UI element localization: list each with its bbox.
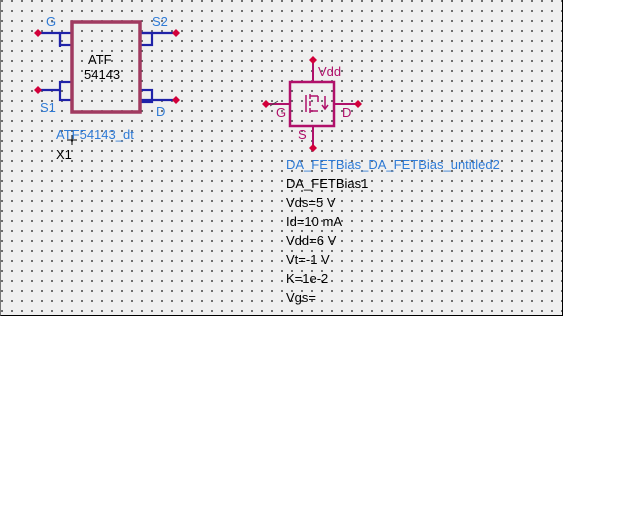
transistor-body-line1: ATF	[88, 52, 112, 67]
mosfet-icon	[305, 94, 329, 113]
pin-label-d: D	[156, 104, 166, 119]
fetbias-pin-label-vdd: Vdd	[318, 64, 342, 79]
fetbias-pin-label-g: G	[276, 105, 287, 120]
fetbias-param-vds[interactable]: Vds=5 V	[286, 195, 336, 210]
fetbias-instance-name[interactable]: DA_FETBias1	[286, 176, 369, 191]
fetbias-param-k[interactable]: K=1e-2	[286, 271, 329, 286]
fetbias-symbol[interactable]	[262, 56, 362, 152]
fetbias-param-vgs[interactable]: Vgs=	[286, 290, 316, 305]
cursor-crosshair-icon	[67, 135, 77, 145]
atf54143-symbol[interactable]	[34, 20, 180, 114]
pin-label-s2: S2	[152, 14, 168, 29]
transistor-instance-name[interactable]: X1	[56, 147, 72, 162]
transistor-body-line2: 54143	[84, 67, 121, 82]
pin-label-s1: S1	[40, 100, 56, 115]
fetbias-pin-label-s: S	[298, 127, 307, 142]
fetbias-component-name[interactable]: DA_FETBias_DA_FETBias_untitled2	[286, 157, 500, 172]
fetbias-param-vt[interactable]: Vt=-1 V	[286, 252, 330, 267]
pin-label-g: G	[46, 14, 57, 29]
schematic-canvas[interactable]	[0, 0, 563, 316]
fetbias-pin-markers	[262, 56, 362, 152]
fetbias-param-id[interactable]: Id=10 mA	[286, 214, 343, 229]
transistor-body	[70, 20, 142, 114]
transistor-model-name[interactable]: ATF54143_dt	[56, 127, 134, 142]
fetbias-pin-label-d: D	[342, 105, 352, 120]
pin-markers	[34, 29, 180, 104]
fetbias-param-vdd[interactable]: Vdd=6 V	[286, 233, 337, 248]
